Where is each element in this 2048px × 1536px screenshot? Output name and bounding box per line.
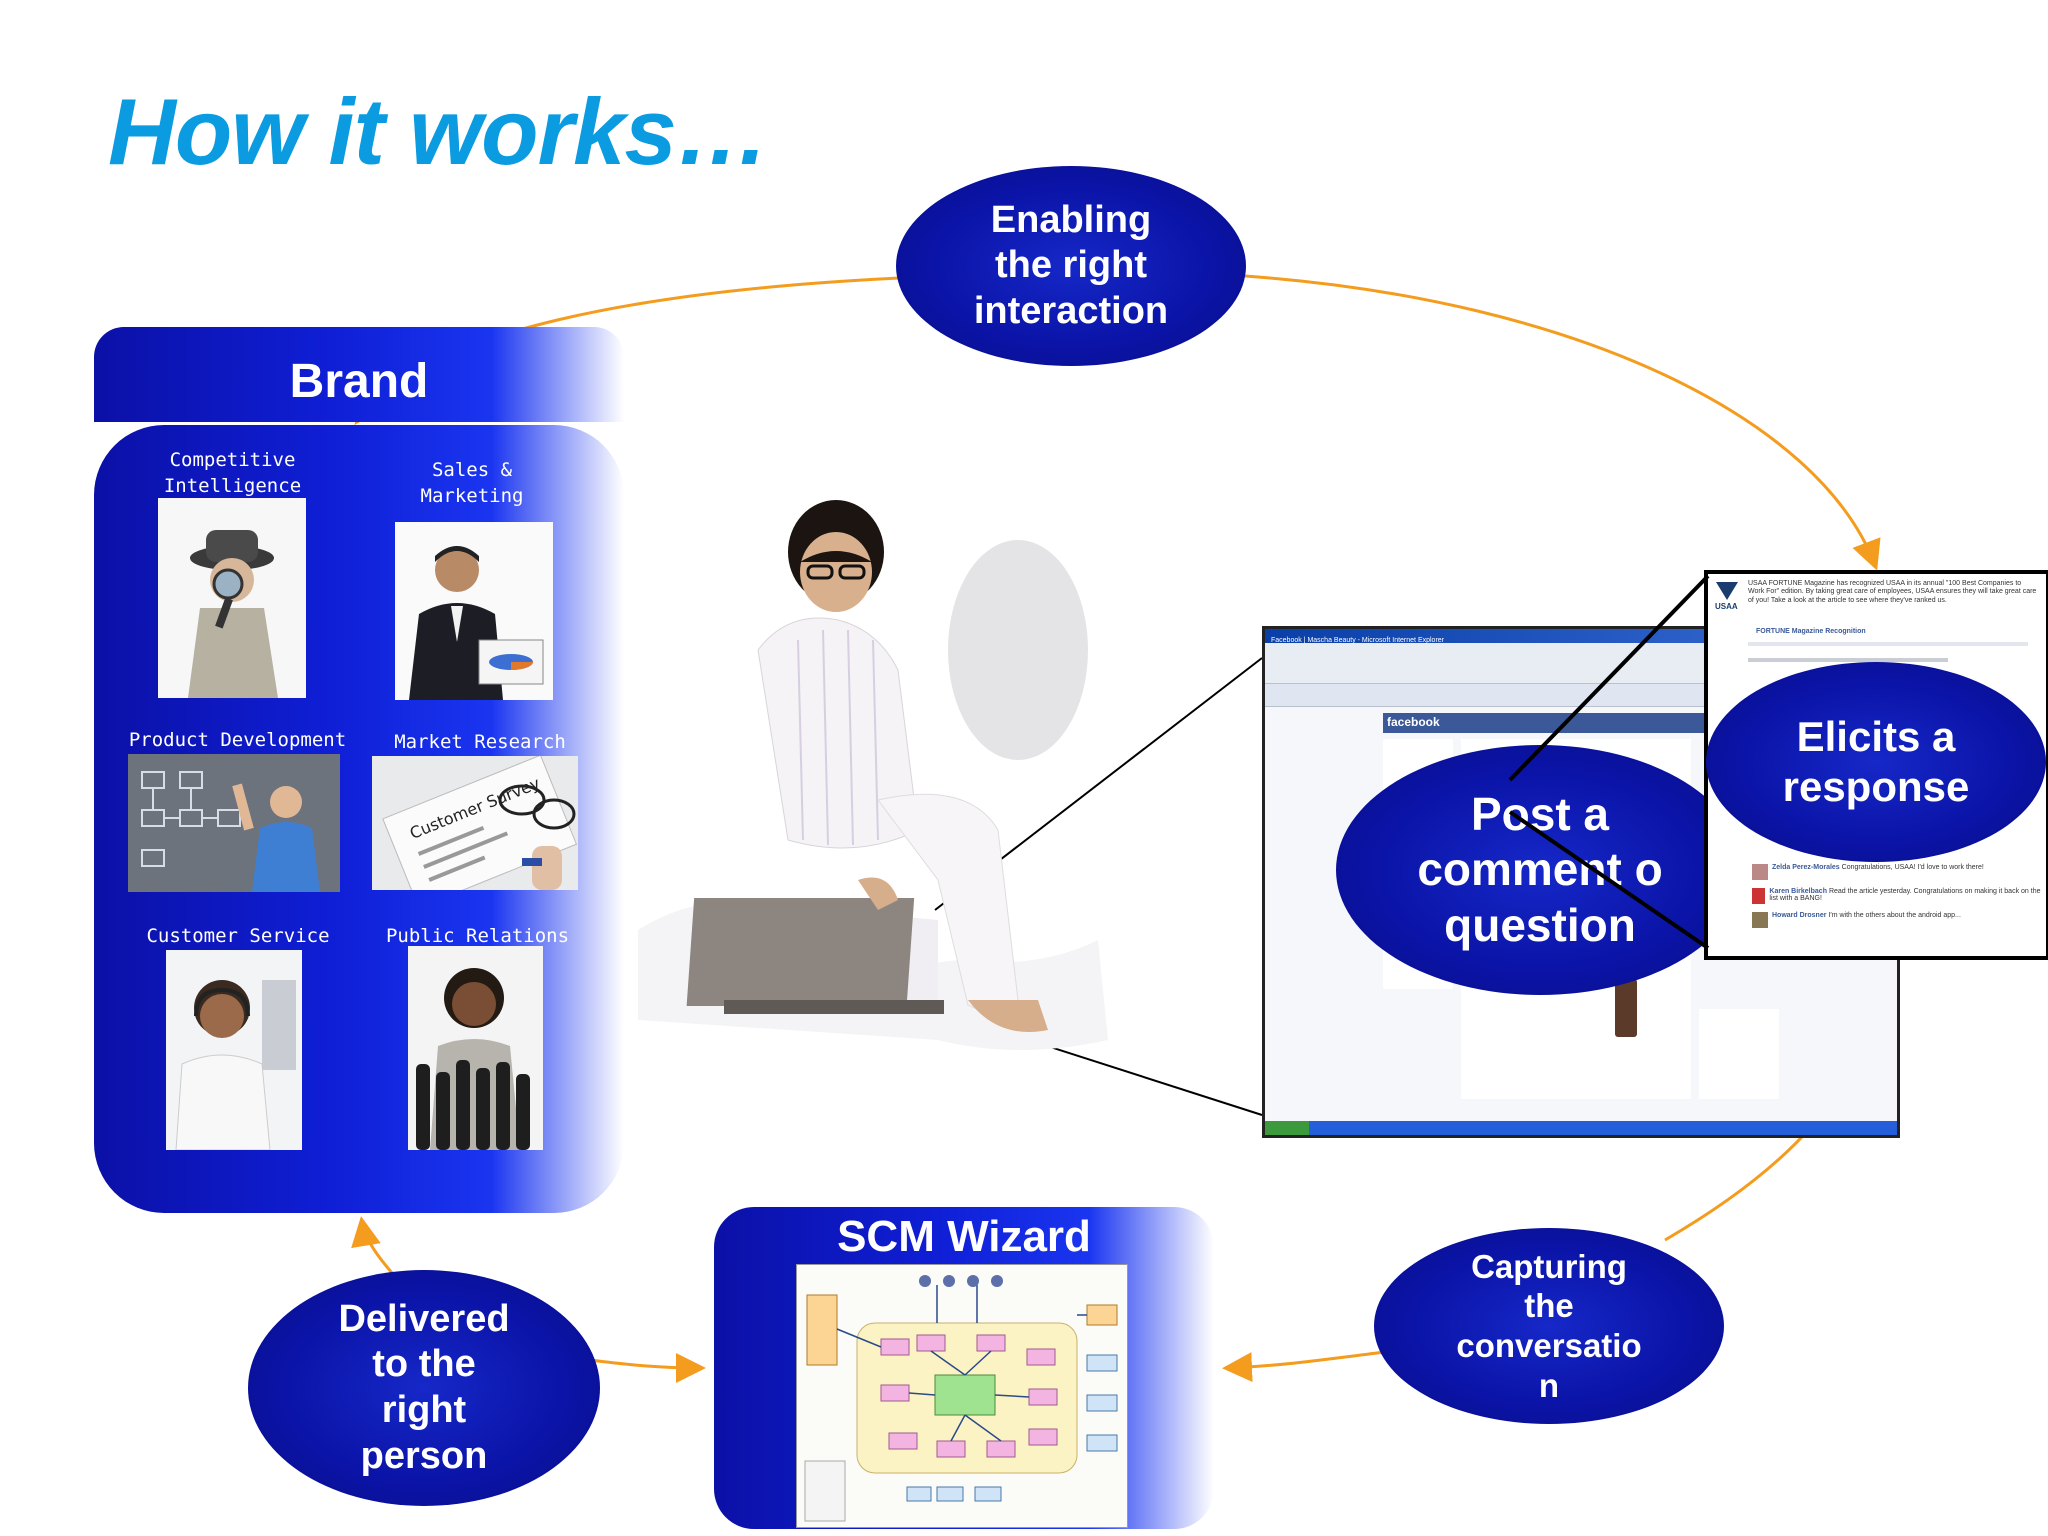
capturing-conversation-oval: Capturing the conversatio n [1374, 1228, 1724, 1424]
comment-item: Zelda Perez-Morales Congratulations, USA… [1752, 864, 2042, 880]
scm-wizard-title: SCM Wizard [837, 1212, 1091, 1261]
enabling-interaction-text: Enabling the right interaction [973, 198, 1169, 332]
comment-item: Karen Birkelbach Read the article yester… [1752, 888, 2042, 904]
call-center-agent-photo [166, 950, 302, 1150]
customer-survey-photo: Customer Survey [372, 756, 578, 890]
facebook-right-column [1699, 1009, 1779, 1099]
elicits-response-oval: Elicits a response [1706, 662, 2046, 862]
elicits-response-text: Elicits a response [1782, 712, 1970, 810]
enabling-interaction-oval: Enabling the right interaction [896, 166, 1246, 366]
arrow-capturing-to-scm [1222, 1350, 1386, 1383]
engineer-whiteboard-photo [128, 754, 340, 892]
scm-architecture-diagram [796, 1264, 1128, 1528]
post-comment-text: Post a comment o question [1417, 788, 1663, 951]
brand-item-label: Competitive Intelligence [163, 449, 302, 497]
comments-list: Zelda Perez-Morales Congratulations, USA… [1752, 864, 2042, 928]
delivered-person-oval: Delivered to the right person [248, 1270, 600, 1506]
slide-title: How it works… [108, 79, 770, 184]
usaa-logo: USAA [1715, 602, 1738, 610]
woman-with-laptop-photo [638, 500, 1158, 1060]
windows-taskbar [1265, 1121, 1897, 1135]
comment-text: Read the article yesterday. Congratulati… [1769, 888, 2041, 902]
window-title: Facebook | Mascha Beauty - Microsoft Int… [1271, 637, 1445, 644]
brand-item-label: Public Relations [385, 925, 570, 947]
usaa-post-link[interactable]: FORTUNE Magazine Recognition [1756, 628, 1866, 635]
comment-author[interactable]: Howard Drosner [1772, 912, 1827, 919]
capturing-conversation-text: Capturing the conversatio n [1456, 1247, 1642, 1404]
brand-item-label: Market Research [394, 731, 566, 753]
usaa-post-text: USAA FORTUNE Magazine has recognized USA… [1748, 580, 2037, 604]
delivered-person-text: Delivered to the right person [338, 1297, 510, 1477]
usaa-logo-icon: USAA [1714, 580, 1740, 611]
brand-item-label: Product Development [128, 729, 347, 751]
post-comment-oval: Post a comment o question [1336, 745, 1744, 995]
brand-item-label: Sales & Marketing [420, 459, 524, 507]
facebook-bluebar: facebook [1383, 713, 1763, 733]
comment-author[interactable]: Zelda Perez-Morales [1772, 864, 1840, 871]
brand-header: Brand [94, 327, 624, 422]
press-microphones-photo [408, 946, 543, 1150]
comment-text: I'm with the others about the android ap… [1828, 912, 1961, 919]
arrow-enabling-to-response [1244, 274, 1881, 571]
arrow-delivered-to-scm [589, 1352, 706, 1383]
detective-photo [158, 498, 306, 698]
avatar [1752, 864, 1768, 880]
comment-text: Congratulations, USAA! I'd love to work … [1841, 864, 1984, 871]
start-button [1265, 1121, 1309, 1135]
facebook-logo: facebook [1387, 715, 1440, 729]
businessman-chart-photo [395, 522, 553, 700]
comment-item: Howard Drosner I'm with the others about… [1752, 912, 2042, 928]
avatar [1752, 888, 1766, 904]
avatar [1752, 912, 1768, 928]
brand-item-label: Customer Service [146, 925, 330, 947]
lipstick-product-image [1615, 979, 1637, 1037]
comment-author[interactable]: Karen Birkelbach [1769, 888, 1827, 895]
